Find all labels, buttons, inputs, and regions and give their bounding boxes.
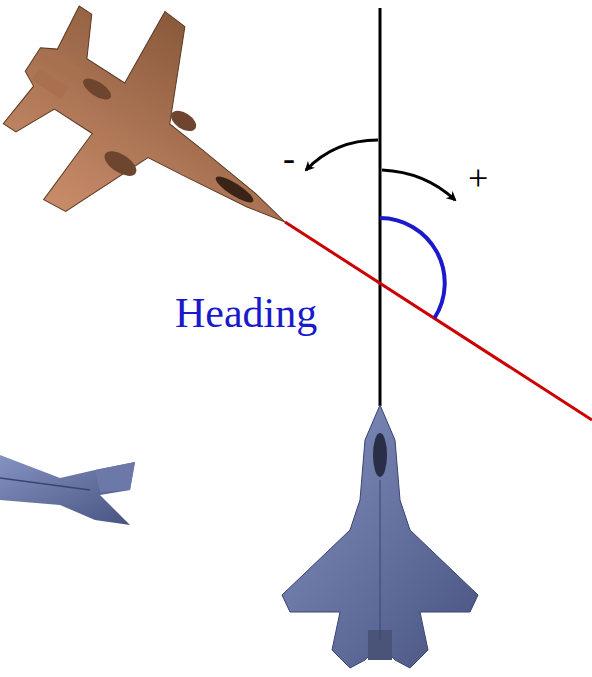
negative-arrow: [306, 140, 378, 170]
rotation-sign: -: [283, 140, 295, 176]
reference-line: [379, 8, 382, 406]
heading-arc: [380, 218, 445, 318]
positive-arrow: [382, 170, 455, 200]
side-jet: [0, 455, 135, 525]
brown-jet: [0, 0, 346, 316]
angle-label: Heading: [175, 292, 317, 334]
rotation-sign: +: [468, 160, 488, 196]
blue-jet: [282, 405, 478, 668]
